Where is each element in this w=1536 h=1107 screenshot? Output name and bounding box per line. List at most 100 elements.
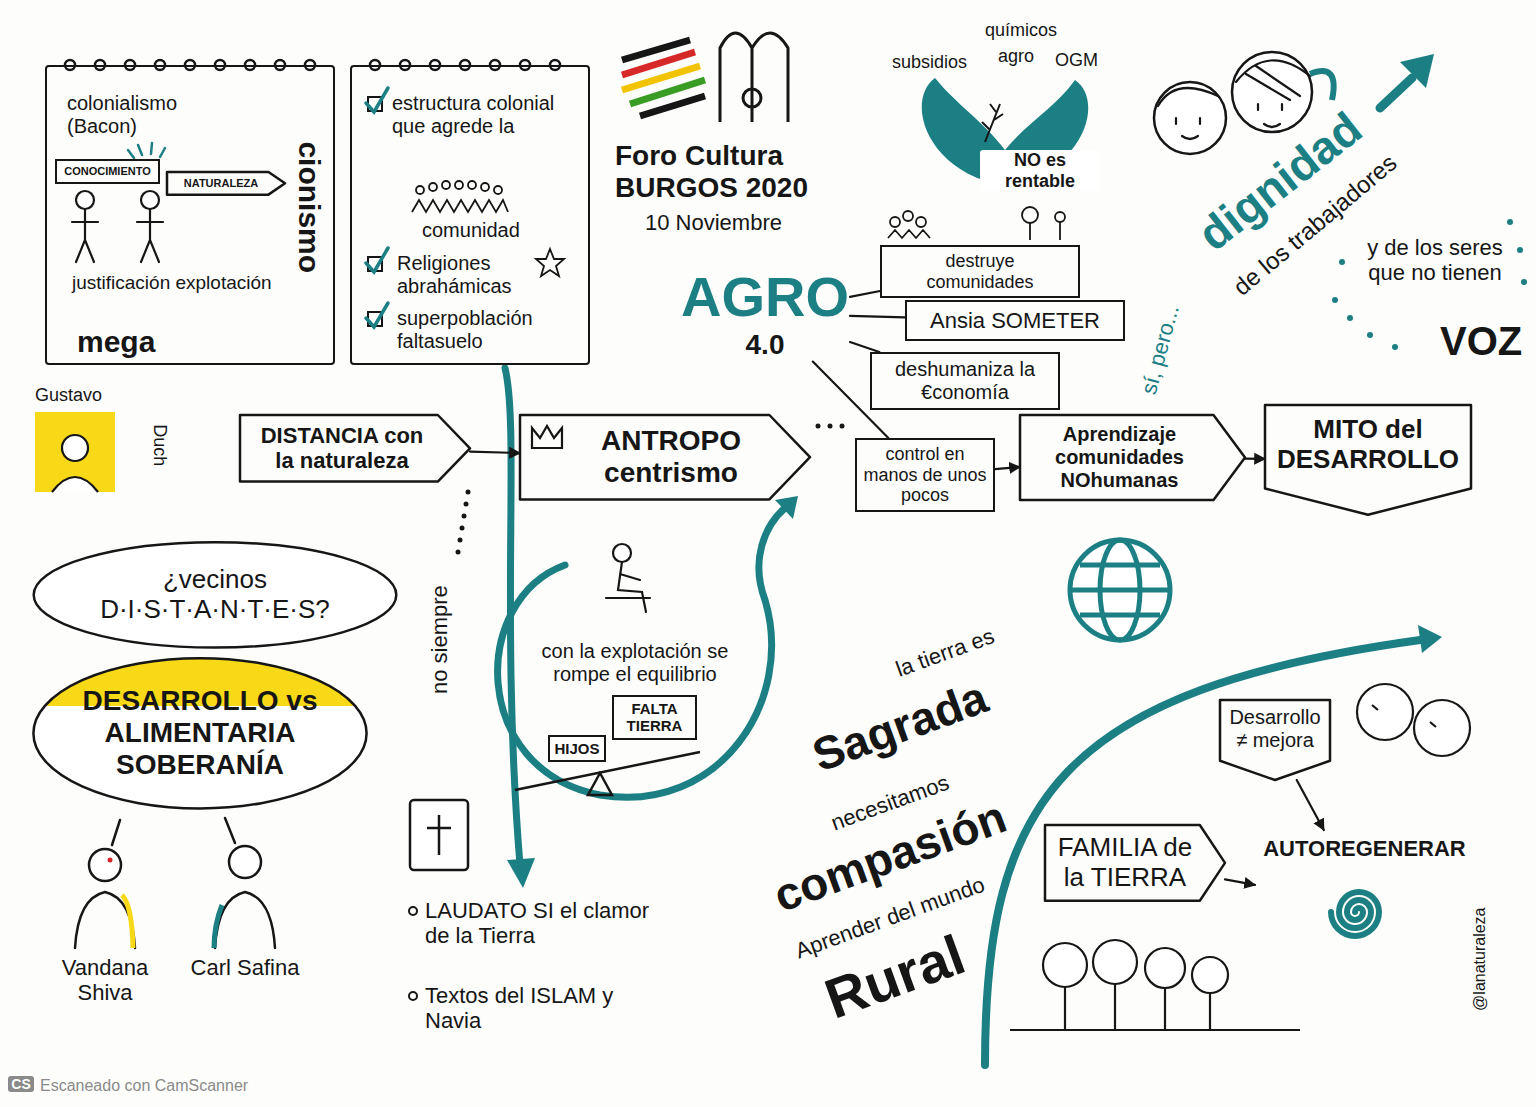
community-crowd	[412, 181, 508, 212]
outline-path	[520, 415, 810, 499]
text-box: FALTA TIERRA	[612, 695, 697, 740]
title: Foro Cultura BURGOS 2020	[615, 140, 865, 204]
arrow-box: DISTANCIA con la naturaleza	[240, 415, 470, 482]
node-text: Gustavo	[35, 385, 135, 406]
arrow-box: NATURALEZA	[167, 172, 285, 195]
sketch-path	[498, 508, 785, 797]
globe	[1070, 540, 1170, 640]
sketch-circle	[89, 849, 121, 881]
sketch-path	[1029, 223, 1031, 240]
arrow-box: ANTROPO centrismo	[520, 415, 810, 499]
spiral	[1331, 892, 1379, 936]
sketch-circle	[62, 435, 88, 461]
down-arrow-box: Desarrollo ≠ mejora	[1220, 700, 1330, 780]
arrow-box: FAMILIA de la TIERRA	[1045, 825, 1225, 901]
sketch-path	[1310, 71, 1334, 100]
sketch-circle	[1517, 247, 1523, 253]
sketch-path	[1236, 60, 1310, 100]
node-text: CONOCIMIENTO	[61, 165, 154, 178]
node-text: MITO del DESARROLLO	[1275, 415, 1461, 475]
sketch-path	[366, 248, 388, 272]
sketch-circle	[1507, 219, 1513, 225]
note-label: subsidios	[892, 52, 987, 73]
text-box: CONOCIMIENTO	[55, 159, 160, 184]
node-text: FAMILIA de la TIERRA	[1055, 833, 1195, 893]
sketch-path	[1059, 222, 1061, 240]
sketch-circle	[466, 490, 471, 495]
text-box: deshumaniza la €conomía	[870, 352, 1060, 410]
node-text: FALTA TIERRA	[618, 700, 691, 735]
note-label: químicos	[985, 20, 1075, 41]
sketch-path	[1258, 104, 1282, 127]
sketch-circle	[916, 217, 926, 227]
node-text: Desarrollo ≠ mejora	[1226, 706, 1324, 752]
sketch-circle	[409, 992, 417, 1000]
sketch-circle	[141, 191, 159, 209]
node-text: cionismo	[292, 112, 327, 302]
sketch-g	[1158, 60, 1310, 139]
sketch-circle	[1357, 684, 1413, 740]
sketch-circle	[828, 424, 833, 429]
sketch-circle	[456, 550, 461, 555]
connector	[813, 362, 889, 438]
star	[536, 249, 564, 276]
sketch-circle	[409, 907, 417, 915]
sketch-polygon	[1418, 625, 1442, 653]
outline-path	[167, 172, 285, 195]
note-label: agro	[998, 46, 1048, 67]
sketch-path	[215, 892, 275, 948]
notebook-box: estructura colonial que agrede lacomunid…	[350, 65, 590, 365]
sketch-circle	[816, 424, 821, 429]
note-label: LAUDATO SI el clamor de la Tierra	[425, 898, 665, 949]
sketch-circle	[1347, 315, 1353, 321]
node-text: control en manos de unos pocos	[863, 444, 987, 506]
sketch-path	[112, 818, 235, 845]
connector	[995, 467, 1020, 469]
connector	[850, 291, 880, 297]
bullets	[409, 907, 417, 1000]
sketch-path	[366, 303, 388, 327]
sketch-polygon	[507, 858, 535, 888]
node-text: justificación explotación	[72, 272, 287, 294]
outline-path	[33, 658, 366, 808]
node-text: comunidad	[422, 219, 572, 242]
sketch-circle	[1339, 259, 1345, 265]
note-label: VOZ	[1440, 318, 1530, 364]
notebook-box: colonialismo (Bacon)justificación explot…	[45, 65, 335, 365]
connector	[1297, 780, 1324, 830]
sketch-circle	[455, 181, 463, 189]
sketch-path	[128, 143, 165, 158]
text-group: GustavoDuch	[30, 385, 180, 510]
sketch-path	[1158, 88, 1218, 106]
checkmarks	[366, 88, 388, 327]
sketch-path	[122, 895, 133, 948]
sketch-circle	[1043, 943, 1087, 987]
sketch-path	[1372, 705, 1436, 727]
node-text: deshumaniza la €conomía	[880, 358, 1050, 404]
sketch-circle	[613, 544, 631, 562]
sketch-path	[640, 96, 705, 116]
sketch-circle	[1521, 279, 1527, 285]
checkboxes	[368, 97, 382, 326]
note-label: NO es rentable	[980, 150, 1100, 191]
sketch-circle	[76, 191, 94, 209]
arrow-box: Aprendizaje comunidades NOhumanas	[1020, 415, 1245, 500]
outline-path	[1045, 825, 1225, 901]
note-label: @lanaturaleza	[1471, 884, 1489, 1034]
sketch-circle	[1192, 957, 1228, 993]
sketch-circle	[1070, 540, 1170, 640]
node-text: NATURALEZA	[173, 177, 269, 190]
community-icons	[888, 207, 1065, 240]
sketch-path	[1176, 118, 1200, 139]
outline-path	[1265, 405, 1471, 515]
sketch-circle	[1055, 212, 1065, 222]
sprig	[982, 104, 1003, 142]
sketch-polygon	[775, 496, 798, 519]
speaker-figures	[75, 818, 275, 948]
sketch-circle	[1332, 297, 1338, 303]
sketch-path	[412, 200, 508, 212]
sketch-circle	[464, 502, 469, 507]
node-text: DESARROLLO vs ALIMENTARIA SOBERANÍA	[70, 685, 330, 782]
book	[410, 800, 468, 870]
